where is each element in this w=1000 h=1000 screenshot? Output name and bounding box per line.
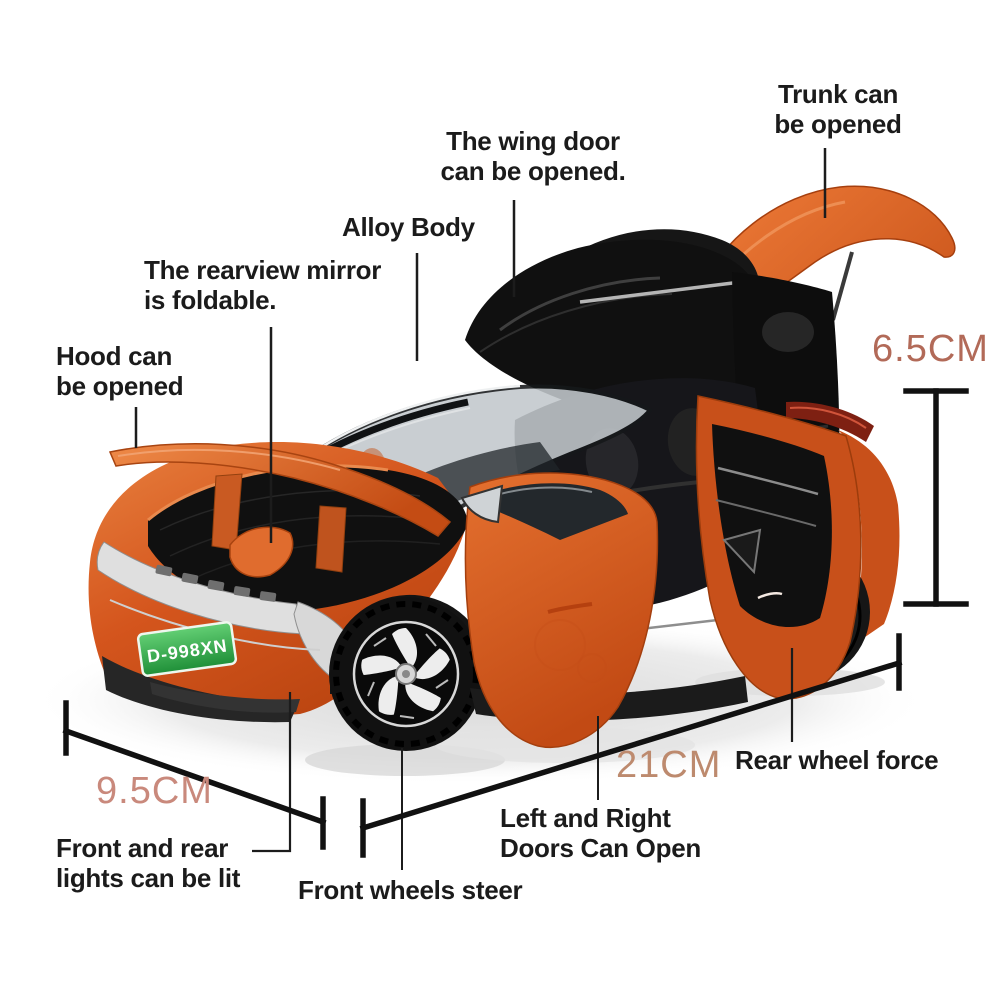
front-wheel	[329, 597, 483, 751]
door-mirror	[460, 484, 504, 524]
front-lighting: D-998XN	[96, 541, 355, 723]
door-handle	[547, 602, 593, 614]
height-dimension-label: 6.5CM	[872, 328, 989, 370]
front-width-dimension-label: 9.5CM	[96, 770, 213, 812]
wing-door-annotation: The wing door can be opened.	[440, 126, 626, 186]
height-dimension-line	[903, 388, 969, 607]
hood-open-blade	[108, 443, 452, 573]
alloy-body-annotation: Alloy Body	[342, 212, 475, 242]
front-wheels-annotation: Front wheels steer	[298, 875, 523, 905]
rear-quarter-body	[786, 401, 900, 646]
rear-wheel-annotation: Rear wheel force	[735, 745, 939, 775]
doors-annotation: Left and Right Doors Can Open	[500, 803, 701, 863]
headlight-band	[96, 541, 305, 635]
lights-leader-line	[252, 692, 292, 853]
rear-door-open	[695, 395, 862, 700]
length-dimension-label: 21CM	[616, 744, 722, 786]
length-dimension-line	[359, 633, 903, 858]
trunk-annotation: Trunk can be opened	[774, 79, 902, 139]
front-door-open	[460, 472, 659, 748]
hood-annotation: Hood can be opened	[56, 341, 184, 401]
rearview-mirror	[229, 526, 294, 578]
front-rear-lights-annotation: Front and rear lights can be lit	[56, 833, 241, 893]
dimension-lines	[62, 388, 969, 858]
front-width-dimension-line	[62, 700, 327, 850]
rearview-mirror-annotation: The rearview mirror is foldable.	[144, 255, 382, 315]
front-wheel-spokes	[361, 628, 450, 719]
license-plate: D-998XN	[136, 621, 238, 677]
